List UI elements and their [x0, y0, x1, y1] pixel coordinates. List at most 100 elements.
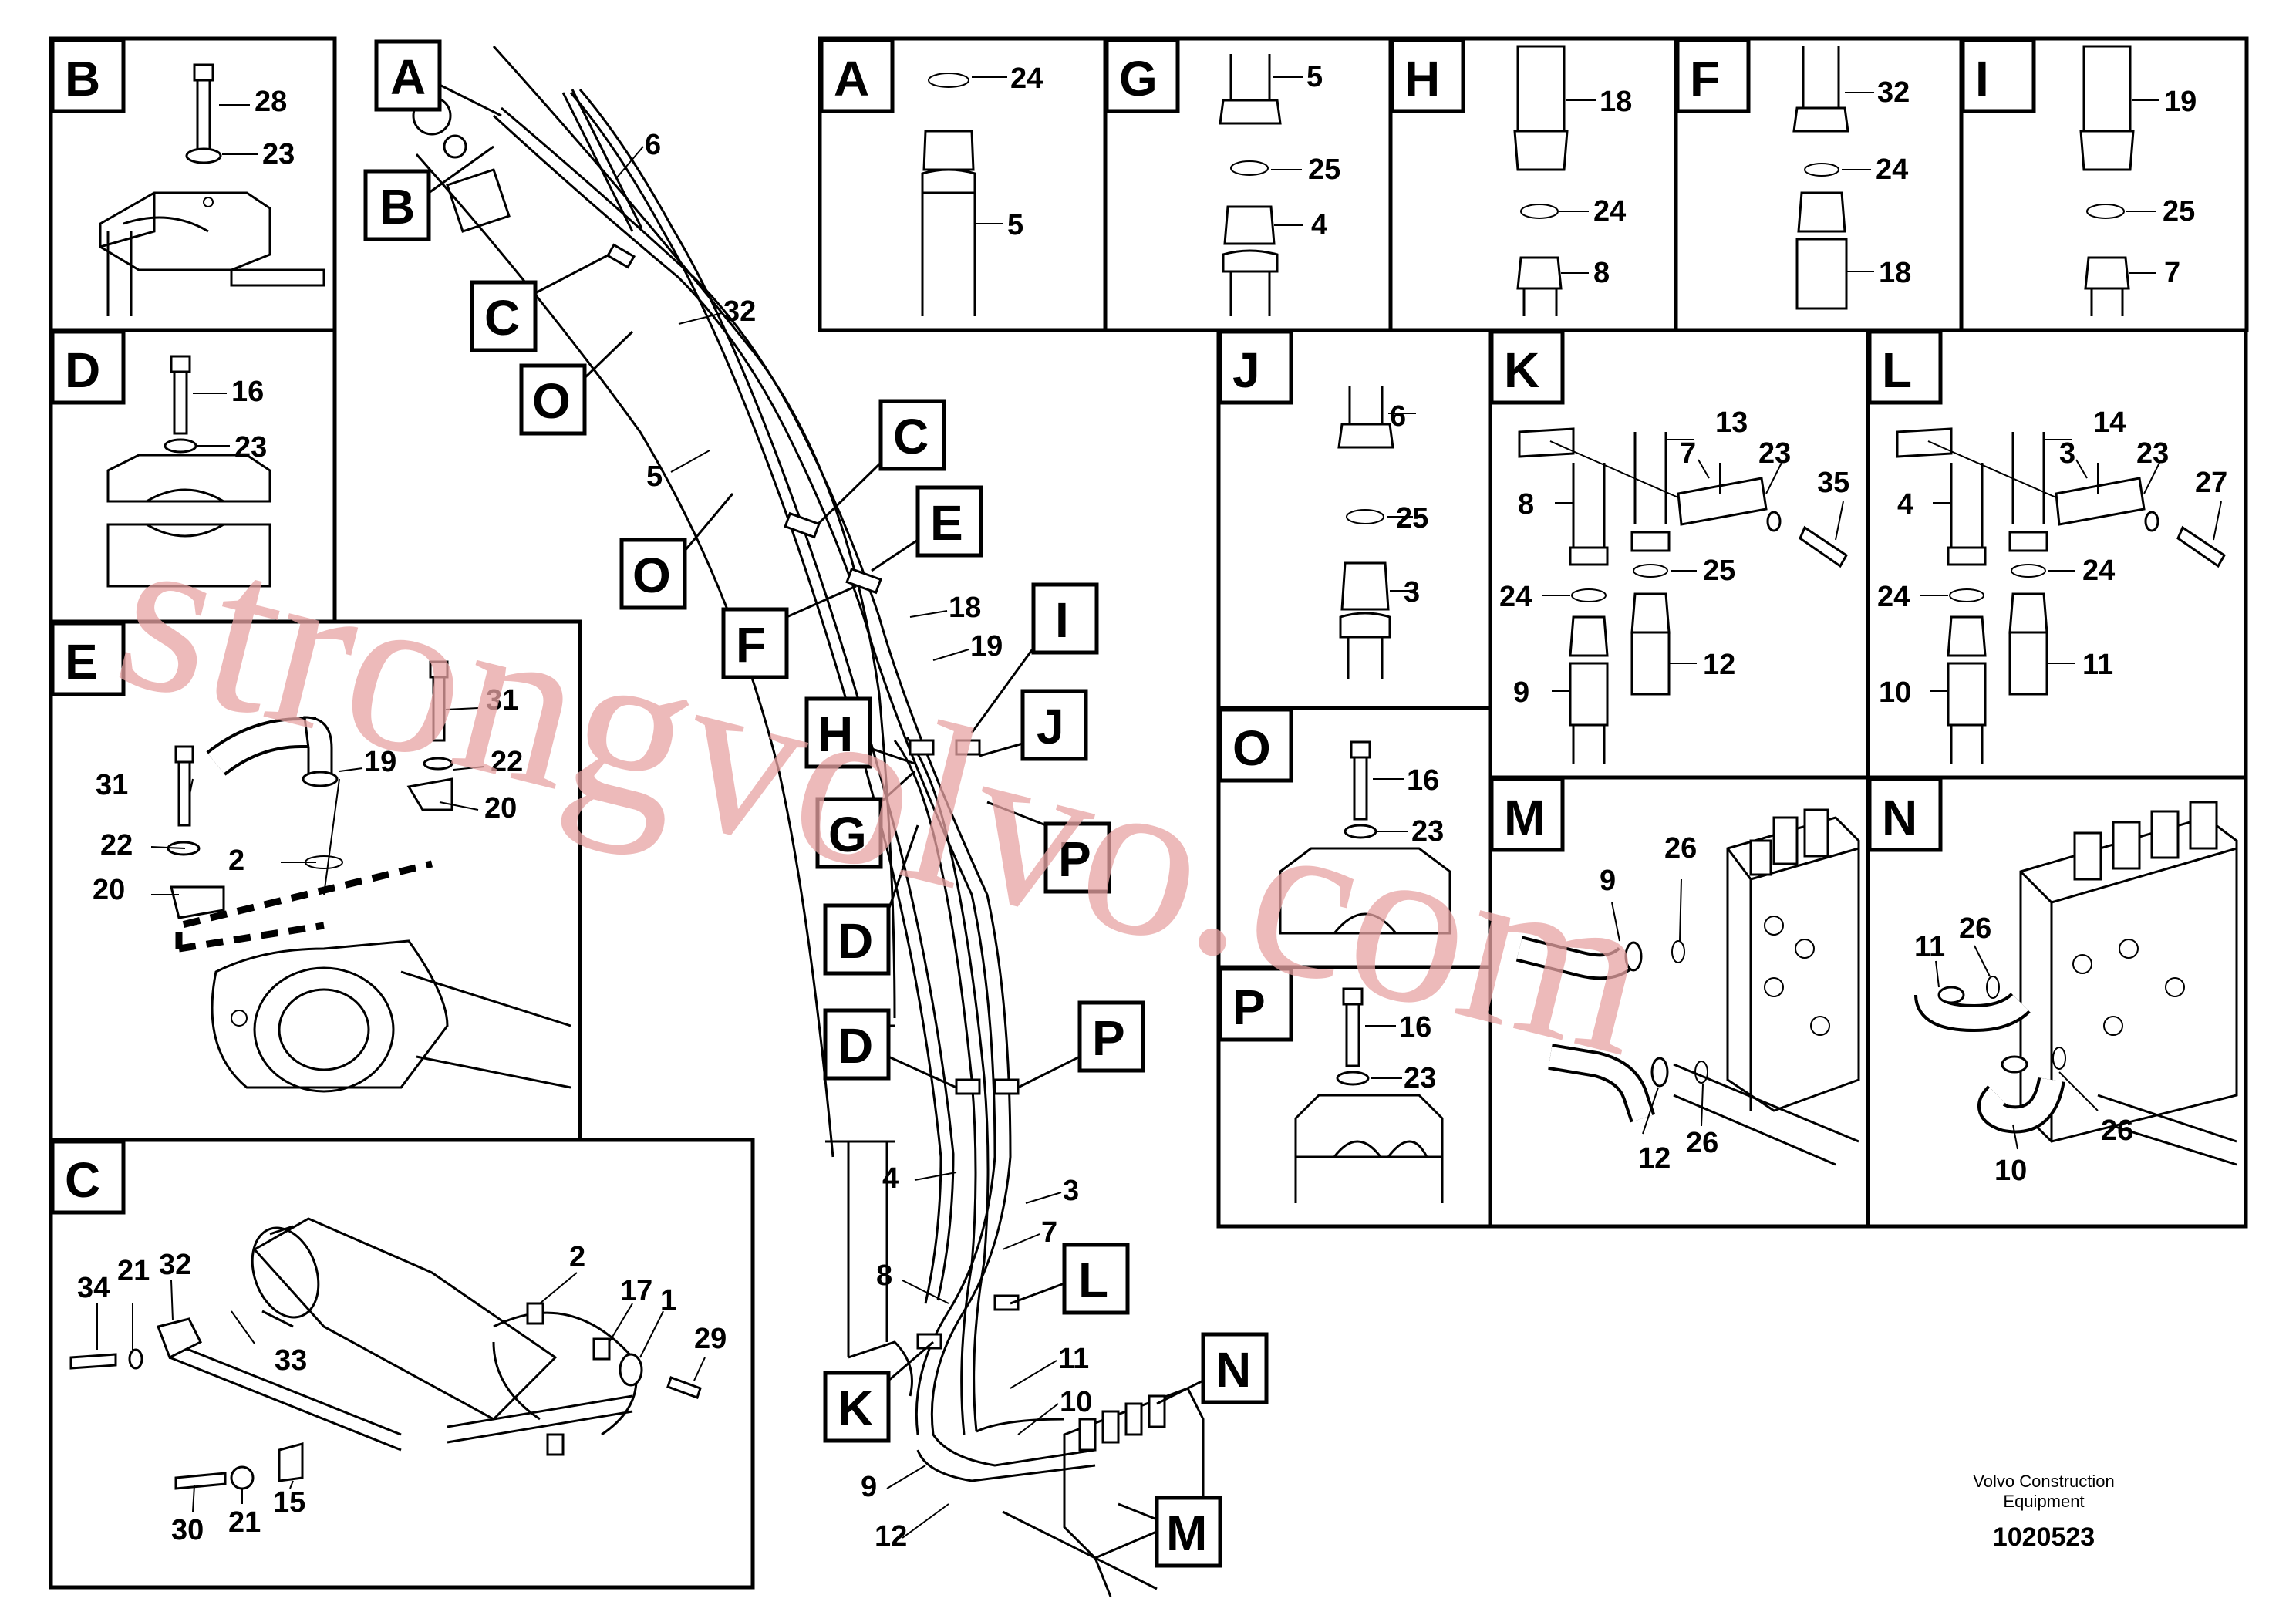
panel-k-label-5: 25: [1703, 555, 1735, 587]
panel-a-letter: A: [834, 51, 869, 106]
clamp-block-icon: [99, 191, 325, 316]
panel-a: A 24 5: [818, 36, 1108, 332]
callout-p-upper: P: [986, 801, 1111, 894]
callout-d-upper: D: [823, 824, 919, 976]
svg-text:C: C: [484, 290, 520, 346]
panel-e-label-7: 2: [228, 845, 244, 877]
svg-text:F: F: [736, 617, 766, 673]
panel-p: P 16 23: [1216, 965, 1492, 1229]
panel-a-label-0: 24: [1010, 62, 1043, 95]
panel-l-label-5: 24: [2082, 555, 2115, 587]
panel-n-label-1: 26: [1959, 912, 1991, 945]
panel-d-letter: D: [65, 342, 100, 398]
panel-e-label-1: 19: [364, 746, 396, 778]
panel-p-label-0: 16: [1399, 1011, 1431, 1044]
svg-text:I: I: [1055, 592, 1069, 648]
panel-k-label-4: 8: [1518, 488, 1534, 521]
panel-g-label-0: 5: [1306, 61, 1323, 93]
panel-m: M 9 26 12 26: [1488, 775, 1870, 1229]
panel-c-label-4: 2: [569, 1241, 585, 1273]
panel-j-letter: J: [1232, 342, 1260, 398]
panel-i-label-2: 7: [2164, 257, 2180, 289]
svg-text:O: O: [632, 548, 671, 603]
cylinder-icon: [251, 1217, 558, 1421]
callout-a: A: [374, 39, 502, 117]
svg-text:8: 8: [876, 1259, 892, 1292]
callout-b: B: [363, 145, 494, 241]
svg-text:O: O: [532, 373, 571, 429]
svg-text:P: P: [1092, 1010, 1125, 1066]
panel-c-letter: C: [65, 1152, 100, 1208]
svg-text:P: P: [1058, 831, 1091, 887]
svg-text:G: G: [828, 807, 867, 862]
panel-e: E 31 19 31 22 20 22: [49, 619, 582, 1142]
bolt-icon: [185, 63, 222, 164]
panel-h: H 18 24 8: [1388, 36, 1678, 332]
svg-text:5: 5: [646, 460, 663, 493]
panel-k-label-6: 24: [1499, 581, 1532, 613]
panel-k-label-7: 12: [1703, 649, 1735, 681]
panel-o-label-1: 23: [1411, 815, 1444, 848]
panel-e-label-6: 20: [93, 874, 125, 906]
panel-l: L 14 3 23 27 4 24 24 11 10: [1866, 328, 2248, 780]
callout-i: I: [970, 582, 1099, 733]
svg-text:18: 18: [949, 592, 981, 624]
callout-l: L: [1010, 1243, 1130, 1315]
callout-m: M: [1118, 1496, 1222, 1568]
callout-o-upper: O: [519, 330, 634, 436]
panel-c-label-9: 21: [228, 1506, 261, 1539]
main-numbers: 6 32 5 18 19 4 3 7 8 11 10 9 12: [616, 129, 1092, 1553]
callout-f: F: [721, 585, 857, 679]
callout-n: N: [1156, 1332, 1269, 1405]
footer: Volvo Construction Equipment 1020523: [1973, 1472, 2114, 1552]
panel-e-label-5: 22: [100, 829, 133, 862]
panel-l-letter: L: [1882, 342, 1912, 398]
panel-g-label-2: 4: [1311, 209, 1327, 241]
panel-c-label-5: 17: [620, 1275, 652, 1307]
panel-n-label-0: 11: [1914, 931, 1945, 963]
panel-n-letter: N: [1882, 790, 1917, 845]
panel-b-letter: B: [65, 51, 100, 106]
panel-e-letter: E: [65, 634, 98, 690]
svg-text:12: 12: [875, 1520, 907, 1553]
panel-i-letter: I: [1975, 51, 1989, 106]
panel-h-label-0: 18: [1600, 86, 1632, 118]
panel-l-label-0: 14: [2093, 406, 2126, 439]
panel-p-letter: P: [1232, 980, 1266, 1035]
panel-c-label-1: 21: [117, 1255, 150, 1287]
panel-d: D 16 23: [49, 328, 337, 624]
svg-text:M: M: [1166, 1506, 1207, 1561]
svg-text:D: D: [838, 1018, 873, 1074]
svg-text:19: 19: [970, 630, 1003, 663]
panel-m-label-1: 26: [1664, 832, 1697, 865]
panel-k-label-1: 7: [1680, 437, 1696, 470]
panel-i-label-1: 25: [2163, 195, 2195, 228]
panel-m-letter: M: [1504, 790, 1545, 845]
svg-text:E: E: [930, 495, 963, 551]
panel-j-label-2: 3: [1404, 576, 1420, 609]
callout-e: E: [871, 485, 983, 572]
panel-k-label-8: 9: [1513, 676, 1529, 709]
callout-g: G: [815, 770, 916, 869]
main-callouts: A B C O C E O F I H J G P D D P L K N M: [363, 39, 1269, 1568]
panel-g-letter: G: [1119, 51, 1158, 106]
panel-l-label-1: 3: [2059, 437, 2075, 470]
svg-text:N: N: [1215, 1342, 1251, 1398]
boom-assembly: [412, 45, 1205, 1597]
panel-p-label-1: 23: [1404, 1062, 1436, 1094]
panel-c: C 34 21 32 33 2 17 1 29 30 21 15: [49, 1138, 755, 1590]
callout-d-lower: D: [823, 1008, 957, 1089]
panel-l-label-8: 10: [1879, 676, 1911, 709]
svg-text:3: 3: [1063, 1175, 1079, 1207]
svg-text:7: 7: [1041, 1216, 1057, 1249]
callout-p-lower: P: [1017, 1000, 1145, 1089]
panel-l-label-4: 4: [1897, 488, 1913, 521]
panel-b: B 28 23: [49, 36, 337, 332]
cylinder-icon: [211, 939, 571, 1093]
panel-e-label-4: 20: [484, 792, 517, 824]
panel-e-label-0: 31: [96, 769, 128, 801]
panel-c-label-2: 32: [159, 1249, 191, 1281]
panel-f: F 32 24 18: [1674, 36, 1964, 332]
bolt-icon: [164, 355, 197, 454]
svg-text:4: 4: [882, 1162, 899, 1195]
